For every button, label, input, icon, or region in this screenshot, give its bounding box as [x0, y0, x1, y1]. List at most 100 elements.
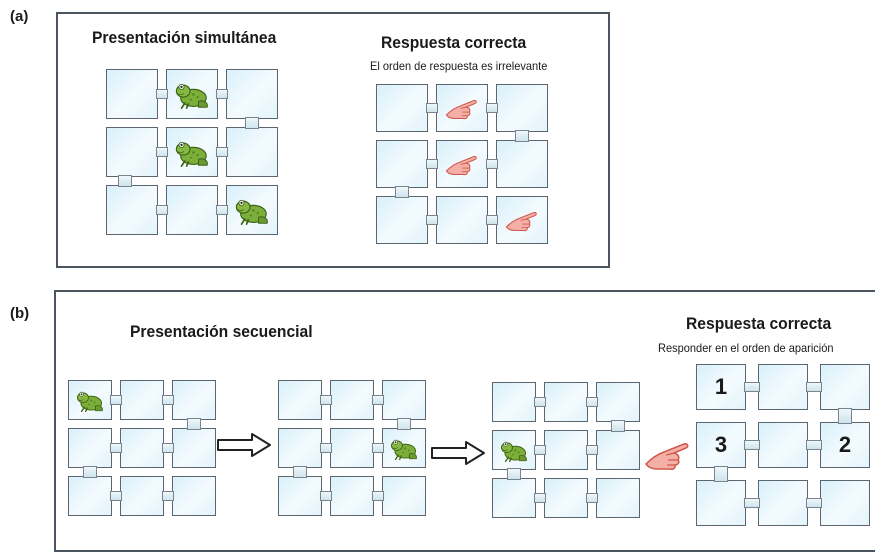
grid-tile [106, 69, 158, 119]
grid-tile [376, 196, 428, 244]
grid-tile [278, 380, 322, 420]
grid-tile [166, 69, 218, 119]
tile-connector [486, 215, 498, 225]
grid-tile [496, 84, 548, 132]
grid-tile [278, 428, 322, 468]
grid-tile [596, 478, 640, 518]
tile-connector [110, 491, 122, 501]
grid-tile [436, 196, 488, 244]
panel-a: Presentación simultánea Respuesta correc… [56, 12, 610, 268]
tile-connector [397, 418, 411, 430]
frog-icon [176, 83, 209, 109]
tile-connector [838, 408, 852, 424]
frog-icon [501, 441, 528, 462]
tile-connector [110, 443, 122, 453]
tile-connector [586, 445, 598, 455]
tile-connector [806, 498, 822, 508]
order-number: 2 [838, 432, 852, 457]
tile-connector [534, 445, 546, 455]
tile-connector [586, 397, 598, 407]
panel-b-right-title: Respuesta correcta [686, 314, 832, 333]
pointing-hand-icon [645, 443, 689, 470]
grid-tile [758, 364, 808, 410]
tile-connector [611, 420, 625, 432]
tile-connector [744, 440, 760, 450]
tile-connector [216, 147, 228, 157]
panel-a-left-title: Presentación simultánea [92, 28, 277, 47]
tile-connector [156, 147, 168, 157]
tile-connector [320, 443, 332, 453]
grid-tile [544, 430, 588, 470]
frog-icon [236, 199, 269, 225]
grid-tile [436, 84, 488, 132]
tile-connector [806, 440, 822, 450]
tile-connector [372, 395, 384, 405]
tile-connector [426, 103, 438, 113]
order-number: 1 [714, 374, 728, 399]
tile-connector [534, 397, 546, 407]
pointing-hand-icon [445, 155, 477, 175]
arrow-right-icon [431, 441, 485, 465]
grid-tile [226, 127, 278, 177]
tile-connector [320, 395, 332, 405]
grid-tile [106, 127, 158, 177]
grid-tile [492, 382, 536, 422]
tile-connector [486, 103, 498, 113]
grid-tile [820, 364, 870, 410]
tile-connector [156, 89, 168, 99]
frog-icon [176, 141, 209, 167]
grid-tile [496, 140, 548, 188]
grid-tile [226, 69, 278, 119]
panel-a-right-title: Respuesta correcta [381, 33, 527, 52]
grid-tile [382, 428, 426, 468]
grid-tile [758, 422, 808, 468]
grid-tile [544, 478, 588, 518]
grid-tile [172, 380, 216, 420]
grid-tile [436, 140, 488, 188]
tile-connector [426, 215, 438, 225]
tile-connector [586, 493, 598, 503]
tile-connector [216, 89, 228, 99]
panel-a-label: (a) [10, 8, 29, 25]
grid-tile [330, 428, 374, 468]
grid-tile [376, 140, 428, 188]
grid-tile [544, 382, 588, 422]
tile-connector [744, 498, 760, 508]
grid-tile [166, 185, 218, 235]
tile-connector [426, 159, 438, 169]
grid-tile [382, 380, 426, 420]
grid-tile [330, 380, 374, 420]
tile-connector [507, 468, 521, 480]
grid-tile [226, 185, 278, 235]
tile-connector [83, 466, 97, 478]
tile-connector [156, 205, 168, 215]
grid-tile [68, 428, 112, 468]
tile-connector [806, 382, 822, 392]
grid-tile [172, 428, 216, 468]
grid-tile [68, 476, 112, 516]
grid-tile: 2 [820, 422, 870, 468]
tile-connector [187, 418, 201, 430]
tile-connector [162, 443, 174, 453]
frog-icon [77, 391, 104, 412]
grid-tile [330, 476, 374, 516]
tile-connector [118, 175, 132, 187]
grid-tile [696, 480, 746, 526]
tile-connector [395, 186, 409, 198]
tile-connector [515, 130, 529, 142]
tile-connector [293, 466, 307, 478]
tile-connector [534, 493, 546, 503]
frog-icon [391, 439, 418, 460]
pointing-hand-icon [505, 211, 537, 231]
tile-connector [744, 382, 760, 392]
tile-connector [162, 491, 174, 501]
grid-tile: 3 [696, 422, 746, 468]
grid-tile [496, 196, 548, 244]
grid-tile [172, 476, 216, 516]
pointing-hand-icon [445, 99, 477, 119]
panel-b-label: (b) [10, 305, 30, 322]
grid-tile [278, 476, 322, 516]
grid-tile: 1 [696, 364, 746, 410]
grid-tile [596, 430, 640, 470]
grid-tile [596, 382, 640, 422]
